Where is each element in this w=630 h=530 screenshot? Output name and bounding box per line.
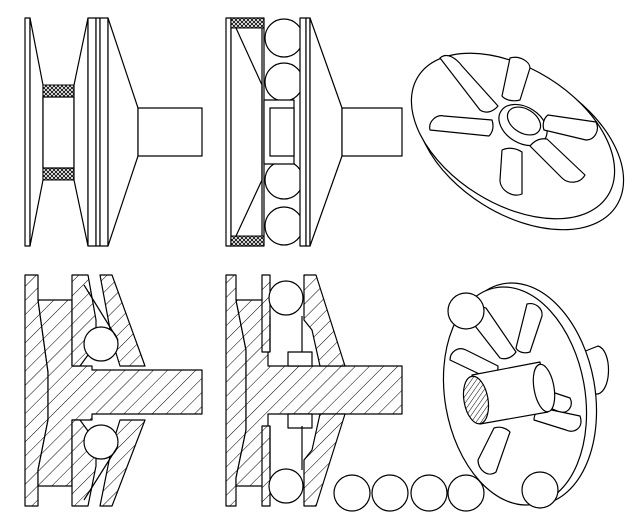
central-shaft-far-end [532,363,556,413]
belt-pulley-exterior [24,17,203,247]
roller-track-lines [269,316,303,470]
roller [264,206,304,246]
roller [268,468,304,504]
roller [371,474,409,512]
roller-pulley-section [225,274,403,507]
spacer-upper [287,351,313,367]
pulley-hub [42,96,75,169]
roller [264,160,304,200]
right-inner-cone [73,17,89,247]
mesh-top [230,17,265,29]
ramp-slot [499,147,523,196]
left-flange [225,17,232,247]
disc-1 [299,17,307,247]
roller [83,424,119,460]
shaft [137,107,203,157]
ramp-slot [477,426,511,475]
shaft [341,107,403,157]
roller [410,474,448,512]
left-flange [24,17,31,247]
roller [447,292,485,330]
guide-lower [261,425,271,507]
mesh-bottom [230,235,265,247]
fixed-sheave-lower [303,413,346,507]
spacer-lower [287,413,313,429]
central-shaft-end [462,375,490,425]
ramp-slot [439,54,499,113]
ramp-plate-with-rollers-isometric [442,282,609,509]
roller [264,18,304,58]
roller [268,280,304,316]
ramp-slot [501,56,531,102]
roller [521,471,559,509]
left-cone [29,17,44,247]
fixed-sheave-upper [303,274,346,367]
loose-rollers [333,474,485,512]
belt-pulley-section [24,274,203,507]
roller [447,474,485,512]
hub-bore [506,106,542,136]
ramp-slots [429,54,598,196]
hub-shaft-section [37,299,203,487]
ramp-slot [529,138,586,183]
belt-band-lower [42,167,75,181]
disc-1 [87,17,97,247]
roller [333,474,371,512]
roller-pulley-exterior [225,17,403,247]
roller [264,62,304,102]
ramp-slot [542,114,598,141]
outer-cone [107,17,139,247]
outer-cone [309,17,343,247]
hub-inner [269,107,295,157]
belt-band-upper [42,84,75,98]
ramp-guide-lines [83,284,119,501]
ramp-slot [515,303,543,354]
roller [83,326,119,362]
guide-upper [261,274,271,353]
ramp-slot [429,115,494,137]
disc-3 [99,17,109,247]
ramp-plate-isometric [410,52,625,231]
